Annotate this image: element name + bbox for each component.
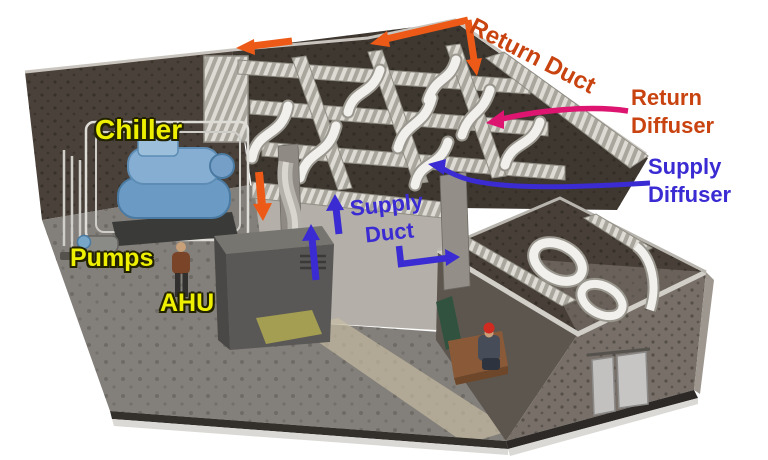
pumps-unit xyxy=(60,234,124,260)
flex-ducts xyxy=(245,53,547,192)
walkway-stripe xyxy=(298,318,512,444)
supply-diffuser-pointer xyxy=(428,159,651,190)
return-duct-arrow-left xyxy=(236,37,293,55)
office-flex-ducts xyxy=(527,236,660,323)
ahu-unit xyxy=(214,160,334,350)
return-diffuser-arrow xyxy=(486,105,629,129)
ahu-ramp xyxy=(256,310,322,344)
ahu-intake-down-arrow xyxy=(253,171,272,221)
supply-duct-up-arrows xyxy=(302,194,344,281)
chiller-unit xyxy=(112,131,238,246)
red-hardhat xyxy=(483,322,495,334)
office-room xyxy=(436,196,714,456)
return-duct-elbow-arrow xyxy=(370,16,482,76)
standing-person xyxy=(172,242,190,297)
seated-person xyxy=(478,322,500,370)
double-door xyxy=(587,347,651,416)
supply-duct-elbow-arrow xyxy=(395,245,460,268)
